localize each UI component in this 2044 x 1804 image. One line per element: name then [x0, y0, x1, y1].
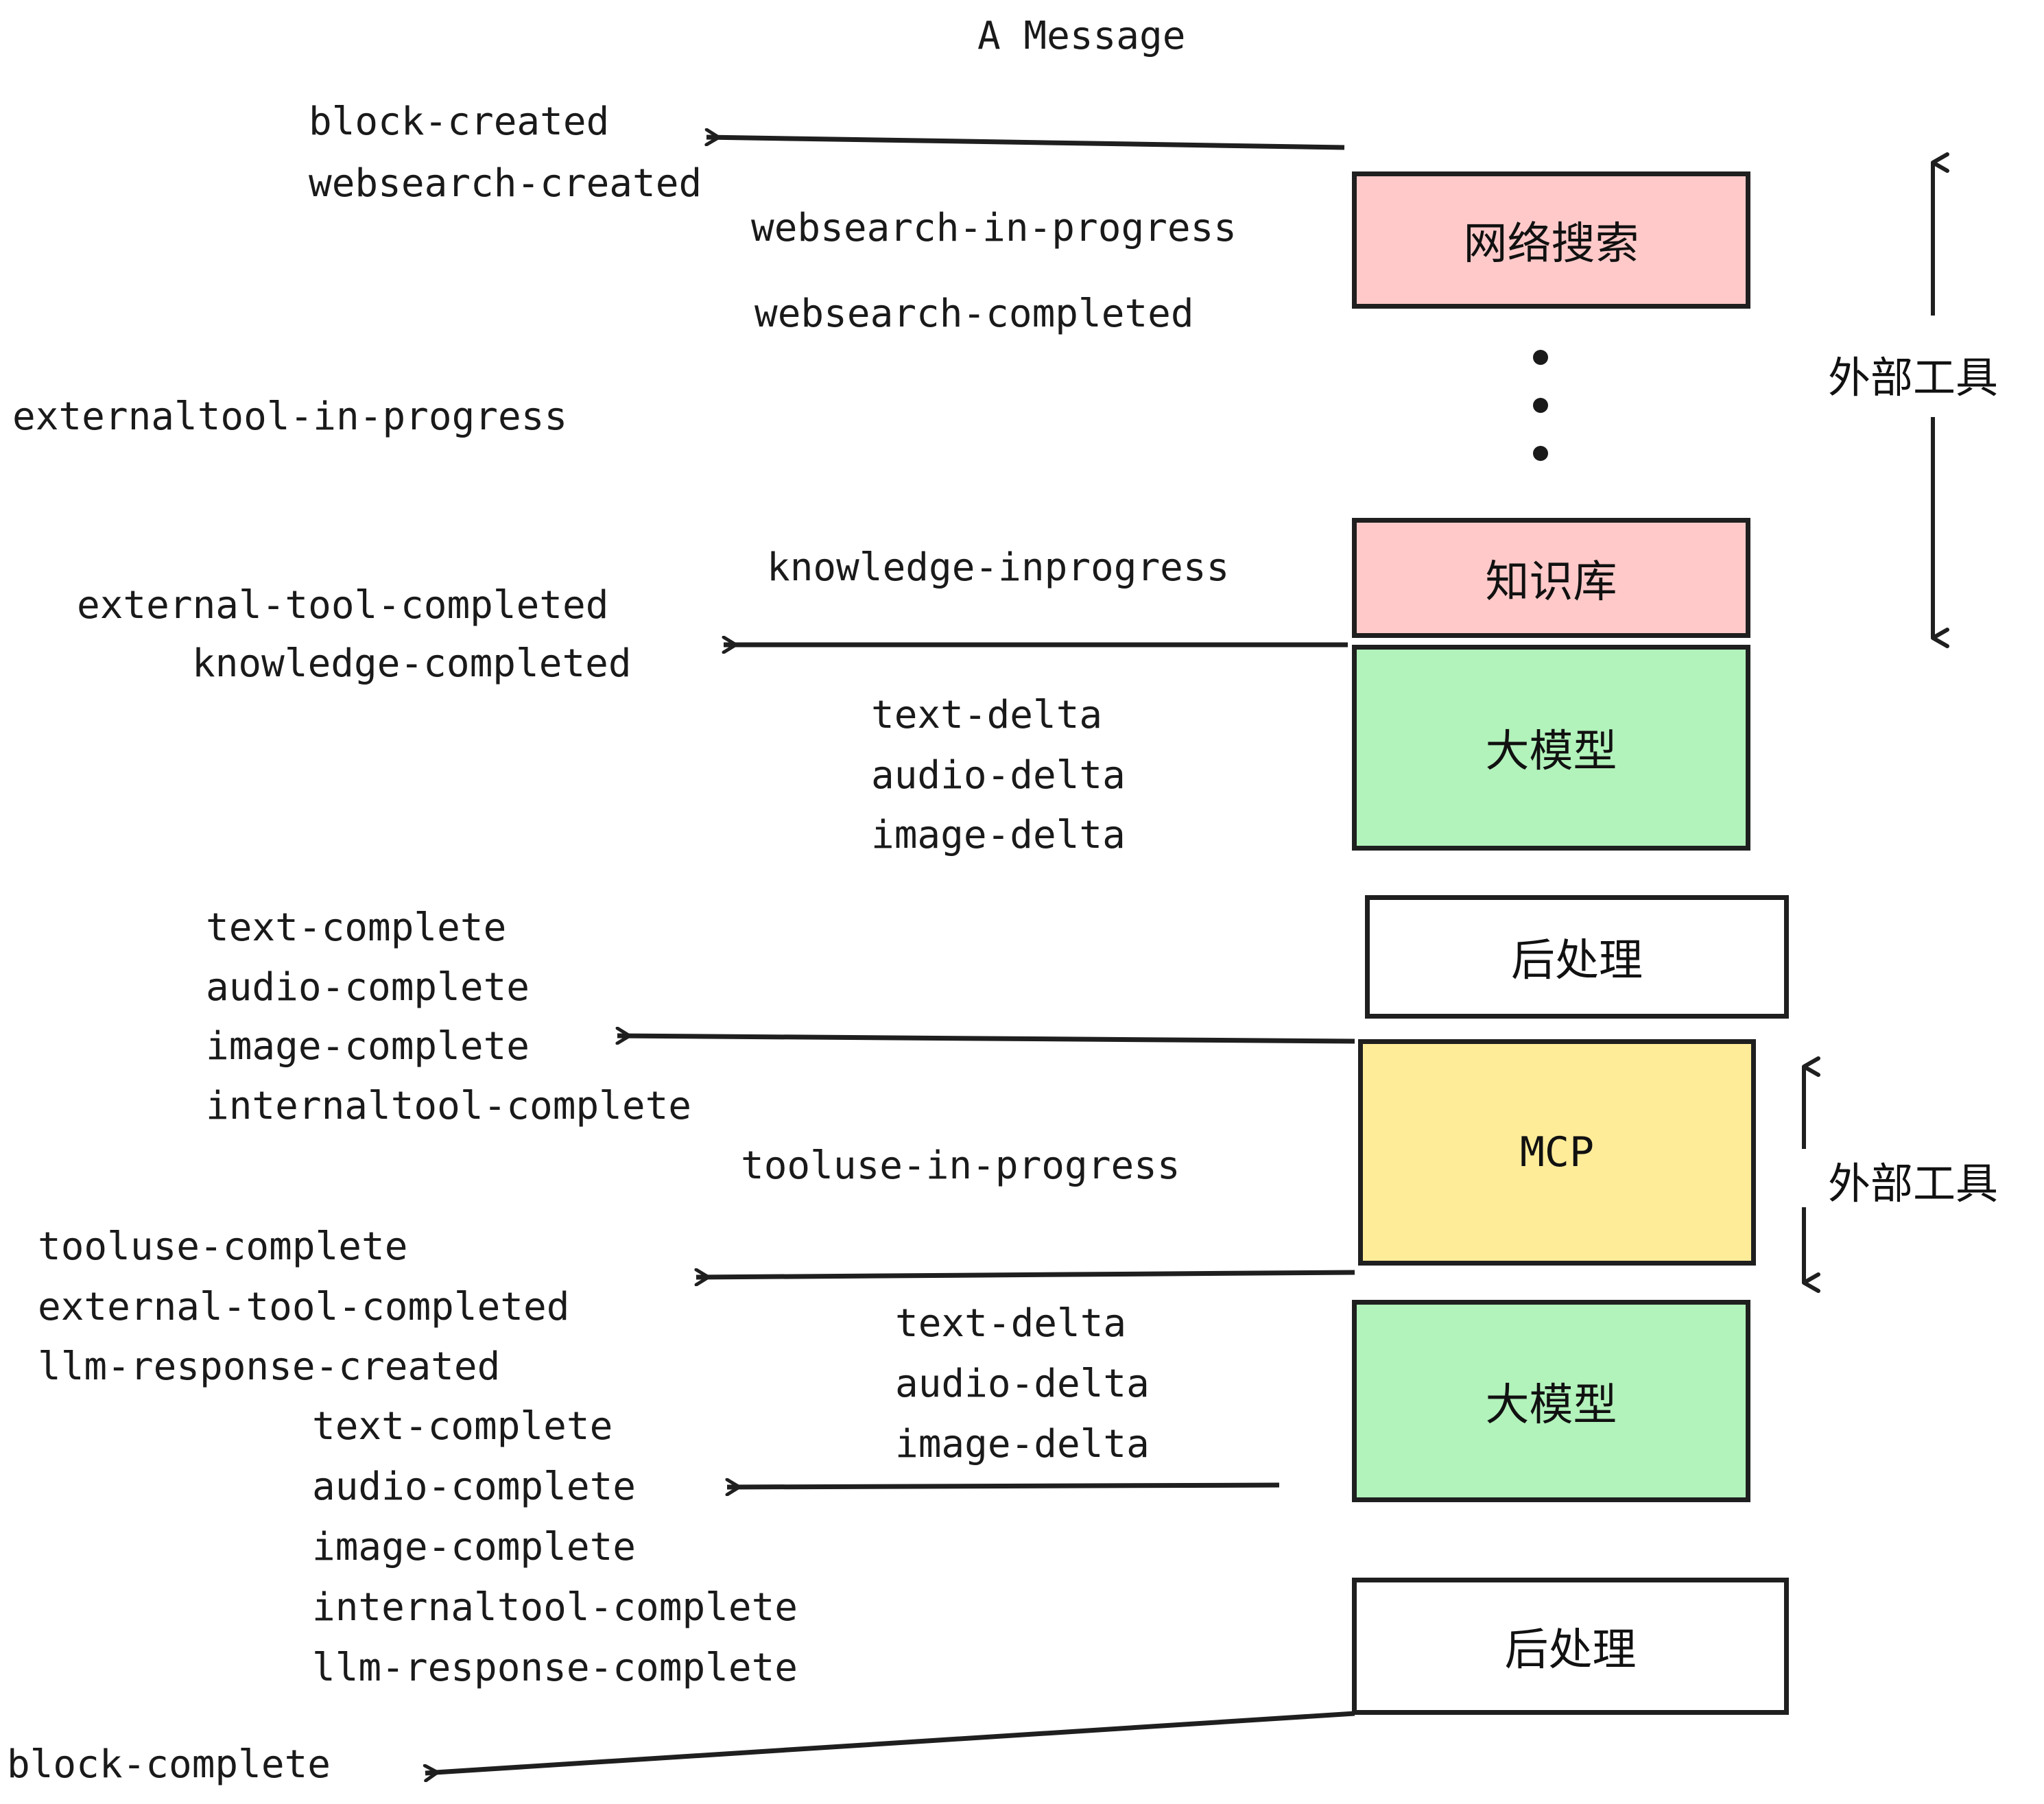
- event-websearch-in-progress: websearch-in-progress: [751, 206, 1237, 250]
- node-postprocess-bottom[interactable]: 后处理: [1352, 1578, 1789, 1715]
- label-external-tools-bottom: 外部工具: [1828, 1159, 1999, 1209]
- arrow-mcp-to-tooluse-complete: [696, 1272, 1355, 1277]
- node-llm-top-label: 大模型: [1485, 726, 1617, 777]
- event-text-delta-2: text-delta: [895, 1301, 1127, 1346]
- event-audio-delta-2: audio-delta: [895, 1362, 1150, 1406]
- arrow-postprocess-to-image-complete: [617, 1036, 1355, 1041]
- event-text-delta: text-delta: [871, 693, 1103, 737]
- node-postprocess-bottom-label: 后处理: [1504, 1625, 1637, 1676]
- event-image-complete-2: image-complete: [312, 1525, 637, 1569]
- ellipsis-dot-2: [1533, 398, 1548, 413]
- event-externaltool-in-progress: externaltool-in-progress: [12, 394, 568, 439]
- node-postprocess-top-label: 后处理: [1511, 936, 1643, 986]
- arrow-postprocess-to-block-complete: [425, 1711, 1355, 1773]
- event-audio-delta: audio-delta: [871, 753, 1126, 798]
- event-image-complete: image-complete: [206, 1024, 530, 1069]
- label-external-tools-top: 外部工具: [1828, 353, 1999, 403]
- node-postprocess-top[interactable]: 后处理: [1365, 895, 1789, 1019]
- event-llm-response-created: llm-response-created: [38, 1344, 501, 1389]
- event-external-tool-completed: external-tool-completed: [77, 583, 609, 628]
- node-mcp[interactable]: MCP: [1358, 1039, 1756, 1266]
- node-llm-bottom[interactable]: 大模型: [1352, 1300, 1750, 1502]
- node-llm-bottom-label: 大模型: [1485, 1379, 1617, 1431]
- event-block-complete: block-complete: [7, 1742, 331, 1787]
- event-internaltool-complete: internaltool-complete: [206, 1084, 692, 1128]
- event-audio-complete: audio-complete: [206, 965, 530, 1010]
- arrow-websearch-to-block-created: [706, 137, 1345, 150]
- node-mcp-label: MCP: [1519, 1128, 1595, 1176]
- node-knowledge-label: 知识库: [1485, 556, 1617, 608]
- event-external-tool-completed-2: external-tool-completed: [38, 1285, 570, 1329]
- diagram-title: A Message: [977, 14, 1186, 58]
- event-text-complete-2: text-complete: [312, 1404, 613, 1449]
- event-knowledge-inprogress: knowledge-inprogress: [767, 545, 1230, 590]
- event-block-created: block-created: [309, 99, 610, 144]
- node-llm-top[interactable]: 大模型: [1352, 645, 1750, 851]
- event-tooluse-complete: tooluse-complete: [38, 1224, 408, 1269]
- event-websearch-completed: websearch-completed: [754, 292, 1194, 336]
- event-knowledge-completed: knowledge-completed: [192, 641, 632, 686]
- arrow-llm-to-audio-complete: [727, 1485, 1280, 1487]
- event-audio-complete-2: audio-complete: [312, 1464, 637, 1509]
- node-knowledge[interactable]: 知识库: [1352, 518, 1750, 638]
- ellipsis-dot-3: [1533, 446, 1548, 461]
- node-websearch[interactable]: 网络搜索: [1352, 171, 1750, 309]
- event-image-delta-2: image-delta: [895, 1422, 1150, 1467]
- event-tooluse-in-progress: tooluse-in-progress: [741, 1143, 1180, 1188]
- event-image-delta: image-delta: [871, 813, 1126, 857]
- ellipsis-dot-1: [1533, 350, 1548, 365]
- event-llm-response-complete: llm-response-complete: [312, 1646, 798, 1690]
- event-internaltool-complete-2: internaltool-complete: [312, 1585, 798, 1630]
- node-websearch-label: 网络搜索: [1463, 219, 1639, 270]
- event-text-complete: text-complete: [206, 905, 507, 950]
- event-websearch-created: websearch-created: [309, 161, 702, 206]
